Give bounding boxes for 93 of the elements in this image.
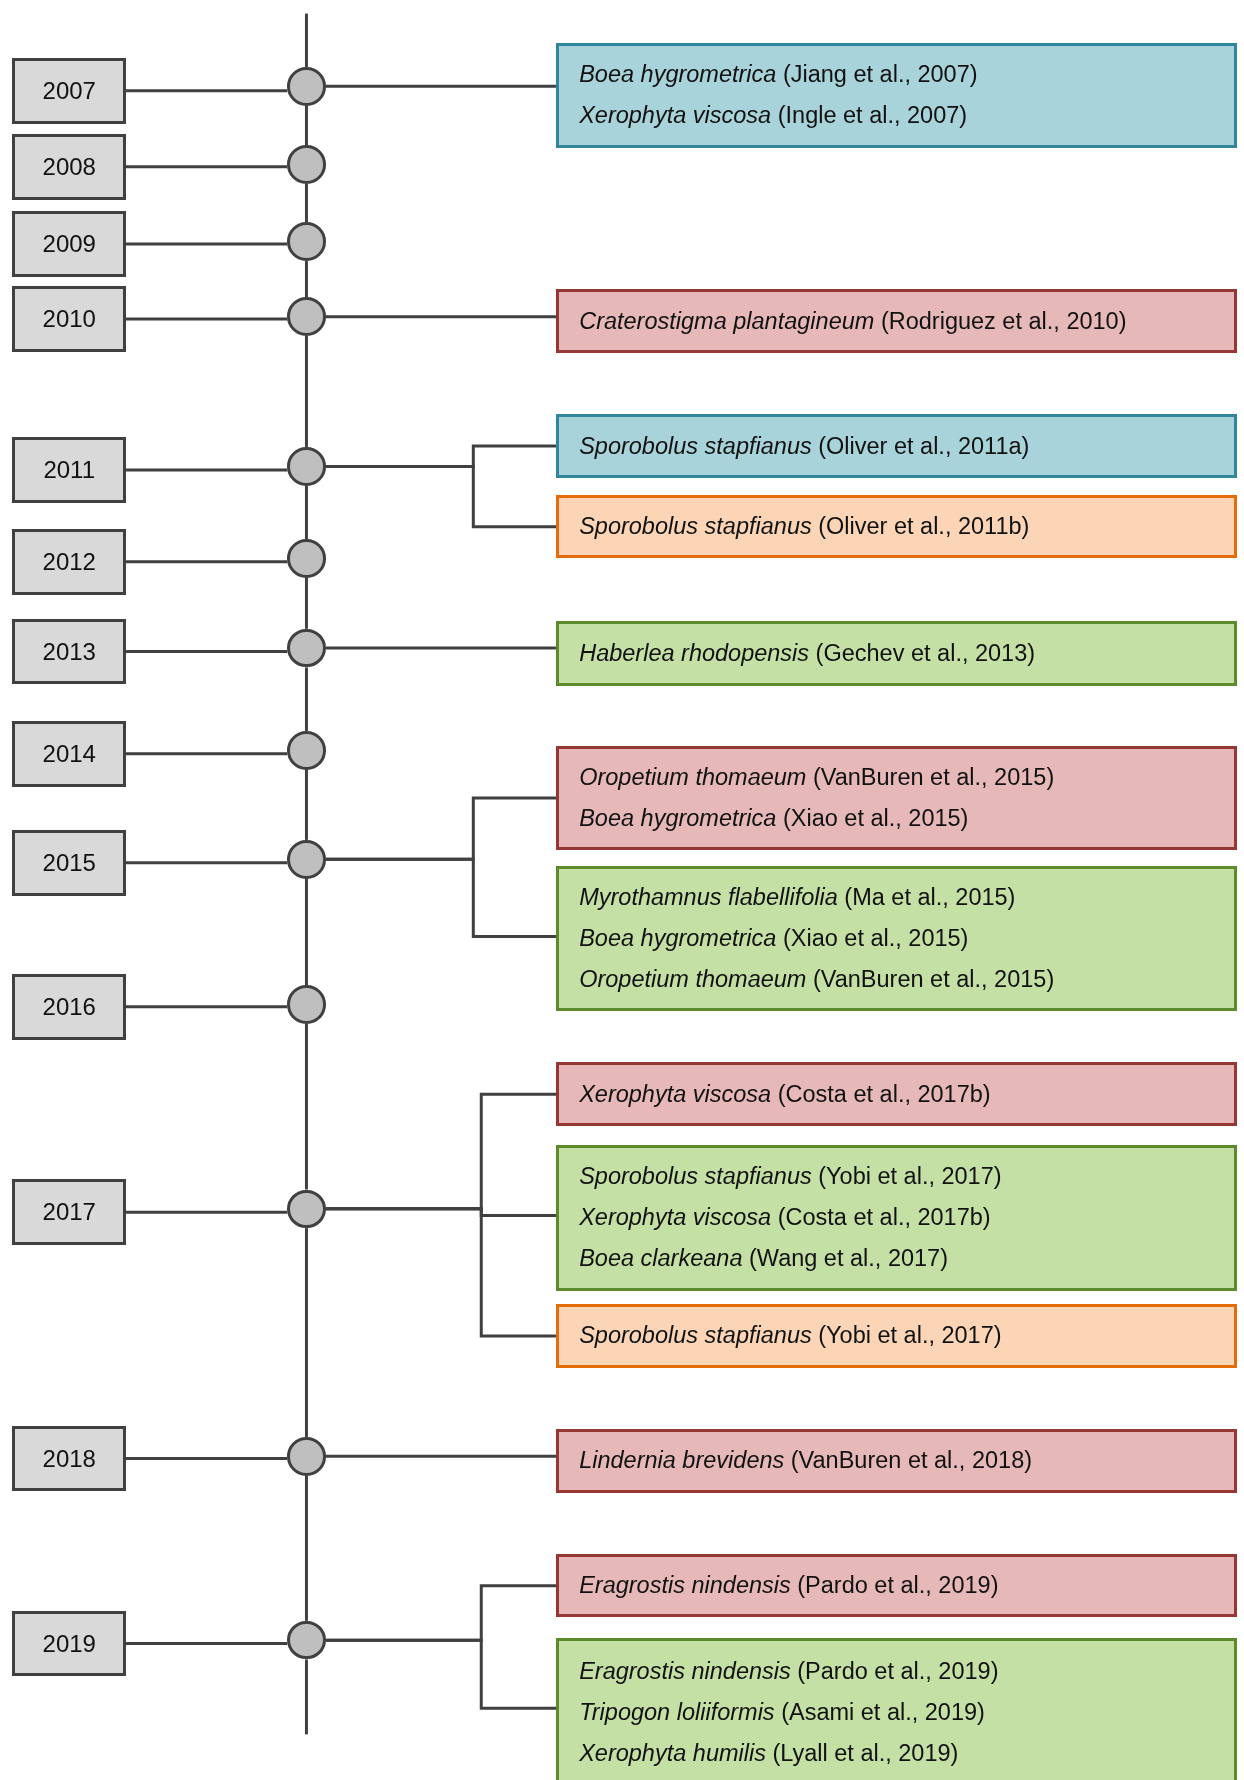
connector-line [126,1210,288,1214]
publication-box [556,1145,1238,1291]
year-box: 2015 [12,829,126,896]
year-box: 2016 [12,973,126,1040]
publication-box [556,1429,1238,1493]
connector-line [126,317,288,321]
connector-line [325,1454,557,1458]
year-box: 2019 [12,1610,126,1677]
year-box: 2018 [12,1425,126,1492]
connector-line [304,769,308,840]
timeline-dot [287,447,326,486]
timeline-dot [287,985,326,1024]
citation-text: Xerophyta humilis (Lyall et al., 2019) [579,1739,960,1769]
citation-text: Boea hygrometrica (Xiao et al., 2015) [579,803,970,833]
publication-box [556,1637,1238,1780]
citation-text: Xerophyta viscosa (Costa et al., 2017b) [579,1203,992,1233]
connector-line [325,857,557,938]
connector-line [126,560,288,564]
citation-text: Oropetium thomaeum (VanBuren et al., 2015) [579,762,1056,792]
timeline-dot [287,839,326,879]
citation-text: Boea clarkeana (Wang et al., 2017) [579,1244,949,1274]
citation-text: Xerophyta viscosa (Costa et al., 2017b) [579,1079,992,1109]
citation-text: Oropetium thomaeum (VanBuren et al., 2015) [579,965,1056,995]
year-box: 2011 [12,437,126,503]
connector-line [304,183,308,223]
connector-line [304,1475,308,1621]
connector-line [304,485,308,540]
connector-line [325,315,557,319]
publication-box [556,620,1238,686]
publication-box [556,1553,1238,1618]
connector-line [126,468,288,472]
publication-box [556,1062,1238,1126]
citation-text: Sporobolus stapfianus (Oliver et al., 2011a) [579,431,1031,461]
connector-line [325,646,557,650]
connector-line [325,84,557,88]
timeline-dot [287,297,326,336]
connector-line [304,261,308,298]
timeline-dot [287,222,326,262]
connector-line [325,1207,557,1338]
timeline-dot [287,1189,326,1229]
connector-line [126,242,288,246]
year-box: 2013 [12,618,126,685]
year-box: 2009 [12,211,126,277]
connector-line [126,89,288,93]
publication-box [556,414,1238,478]
citation-text: Haberlea rhodopensis (Gechev et al., 2013) [579,638,1037,668]
citation-text: Tripogon loliiformis (Asami et al., 2019) [579,1698,986,1728]
publication-box [556,745,1238,851]
citation-text: Sporobolus stapfianus (Yobi et al., 2017) [579,1162,1003,1192]
citation-text: Boea hygrometrica (Xiao et al., 2015) [579,924,970,954]
citation-text: Sporobolus stapfianus (Yobi et al., 2017) [579,1321,1003,1351]
connector-line [304,878,308,986]
year-box: 2010 [12,286,126,352]
connector-line [126,1005,288,1009]
connector-line [126,1642,288,1646]
year-box: 2014 [12,720,126,787]
citation-text: Lindernia brevidens (VanBuren et al., 2018) [579,1446,1034,1476]
connector-line [325,465,557,529]
year-box: 2012 [12,528,126,595]
timeline-dot [287,145,326,184]
timeline-dot [287,66,326,106]
citation-text: Eragrostis nindensis (Pardo et al., 2019) [579,1657,1000,1687]
citation-text: Craterostigma plantagineum (Rodriguez et al., 2010) [579,306,1128,336]
timeline-dot [287,539,326,578]
connector-line [126,752,288,756]
connector-line [126,1457,288,1460]
year-box: 2007 [12,57,126,124]
citation-text: Sporobolus stapfianus (Oliver et al., 2011b) [579,512,1031,542]
publication-box [556,494,1238,559]
connector-line [126,650,288,653]
connector-line [126,165,288,169]
timeline-dot [287,1620,326,1660]
connector-line [304,105,308,146]
connector-line [325,1638,557,1710]
year-box: 2017 [12,1179,126,1246]
citation-text: Eragrostis nindensis (Pardo et al., 2019) [579,1571,1000,1601]
connector-line [126,861,288,865]
citation-text: Boea hygrometrica (Jiang et al., 2007) [579,60,979,90]
connector-line [304,1228,308,1437]
citation-text: Myrothamnus flabellifolia (Ma et al., 2015) [579,883,1017,913]
timeline-dot [287,628,326,668]
publication-box [556,43,1238,148]
timeline-dot [287,1436,326,1476]
publication-box [556,289,1238,353]
timeline-dot [287,730,326,770]
connector-line [304,577,308,629]
connector-line [304,1023,308,1190]
publication-box [556,1304,1238,1368]
connector-line [304,667,308,731]
year-box: 2008 [12,133,126,200]
citation-text: Xerophyta viscosa (Ingle et al., 2007) [579,101,969,131]
connector-line [304,335,308,448]
publication-box [556,866,1238,1012]
